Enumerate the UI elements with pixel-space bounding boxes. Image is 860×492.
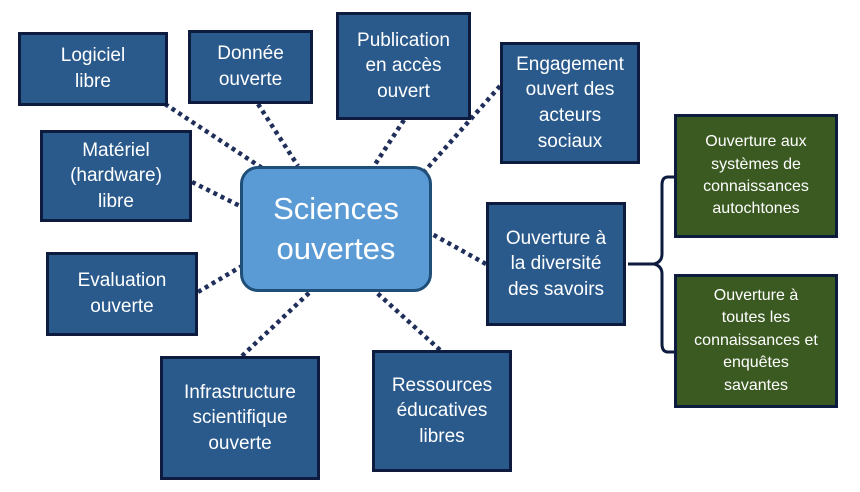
node-infrastructure-scientifique: Infrastructure scientifique ouverte (160, 356, 320, 480)
node-label: Logiciel libre (60, 45, 126, 92)
connector-engagement (422, 84, 502, 174)
central-node-label: Sciences ouvertes (273, 190, 399, 266)
central-node-sciences-ouvertes: Sciences ouvertes (240, 166, 432, 292)
node-materiel-libre: Matériel (hardware) libre (40, 130, 192, 222)
node-publication-acces-ouvert: Publication en accès ouvert (336, 12, 471, 120)
node-label: Engagement ouvert des acteurs sociaux (516, 53, 624, 152)
sub-node-label: Ouverture à toutes les connaissances et … (694, 287, 818, 394)
connector-diversite (430, 232, 488, 266)
sub-node-systemes-autochtones: Ouverture aux systèmes de connaissances … (674, 114, 838, 238)
bracket-connector (628, 175, 674, 354)
connector-materiel (190, 179, 242, 209)
connector-infrastructure (240, 290, 312, 358)
connector-ressources (374, 290, 442, 352)
node-engagement-acteurs-sociaux: Engagement ouvert des acteurs sociaux (500, 42, 640, 164)
node-label: Infrastructure scientifique ouverte (184, 381, 296, 454)
node-ressources-educatives: Ressources éducatives libres (372, 350, 512, 472)
sub-node-label: Ouverture aux systèmes de connaissances … (703, 133, 809, 218)
node-logiciel-libre: Logiciel libre (18, 32, 168, 106)
connector-publication (372, 118, 406, 168)
node-diversite-savoirs: Ouverture à la diversité des savoirs (486, 202, 626, 326)
sub-node-enquetes-savantes: Ouverture à toutes les connaissances et … (674, 274, 838, 408)
node-label: Evaluation ouverte (77, 270, 167, 317)
node-label: Donnée ouverte (217, 43, 284, 90)
connector-evaluation (196, 264, 244, 294)
connector-logiciel (163, 102, 264, 170)
node-label: Publication en accès ouvert (357, 29, 450, 102)
node-donnee-ouverte: Donnée ouverte (188, 30, 313, 104)
node-label: Ouverture à la diversité des savoirs (505, 227, 607, 300)
connector-donnee (256, 102, 300, 168)
node-label: Ressources éducatives libres (391, 374, 493, 447)
node-evaluation-ouverte: Evaluation ouverte (46, 252, 198, 336)
node-label: Matériel (hardware) libre (70, 139, 162, 212)
